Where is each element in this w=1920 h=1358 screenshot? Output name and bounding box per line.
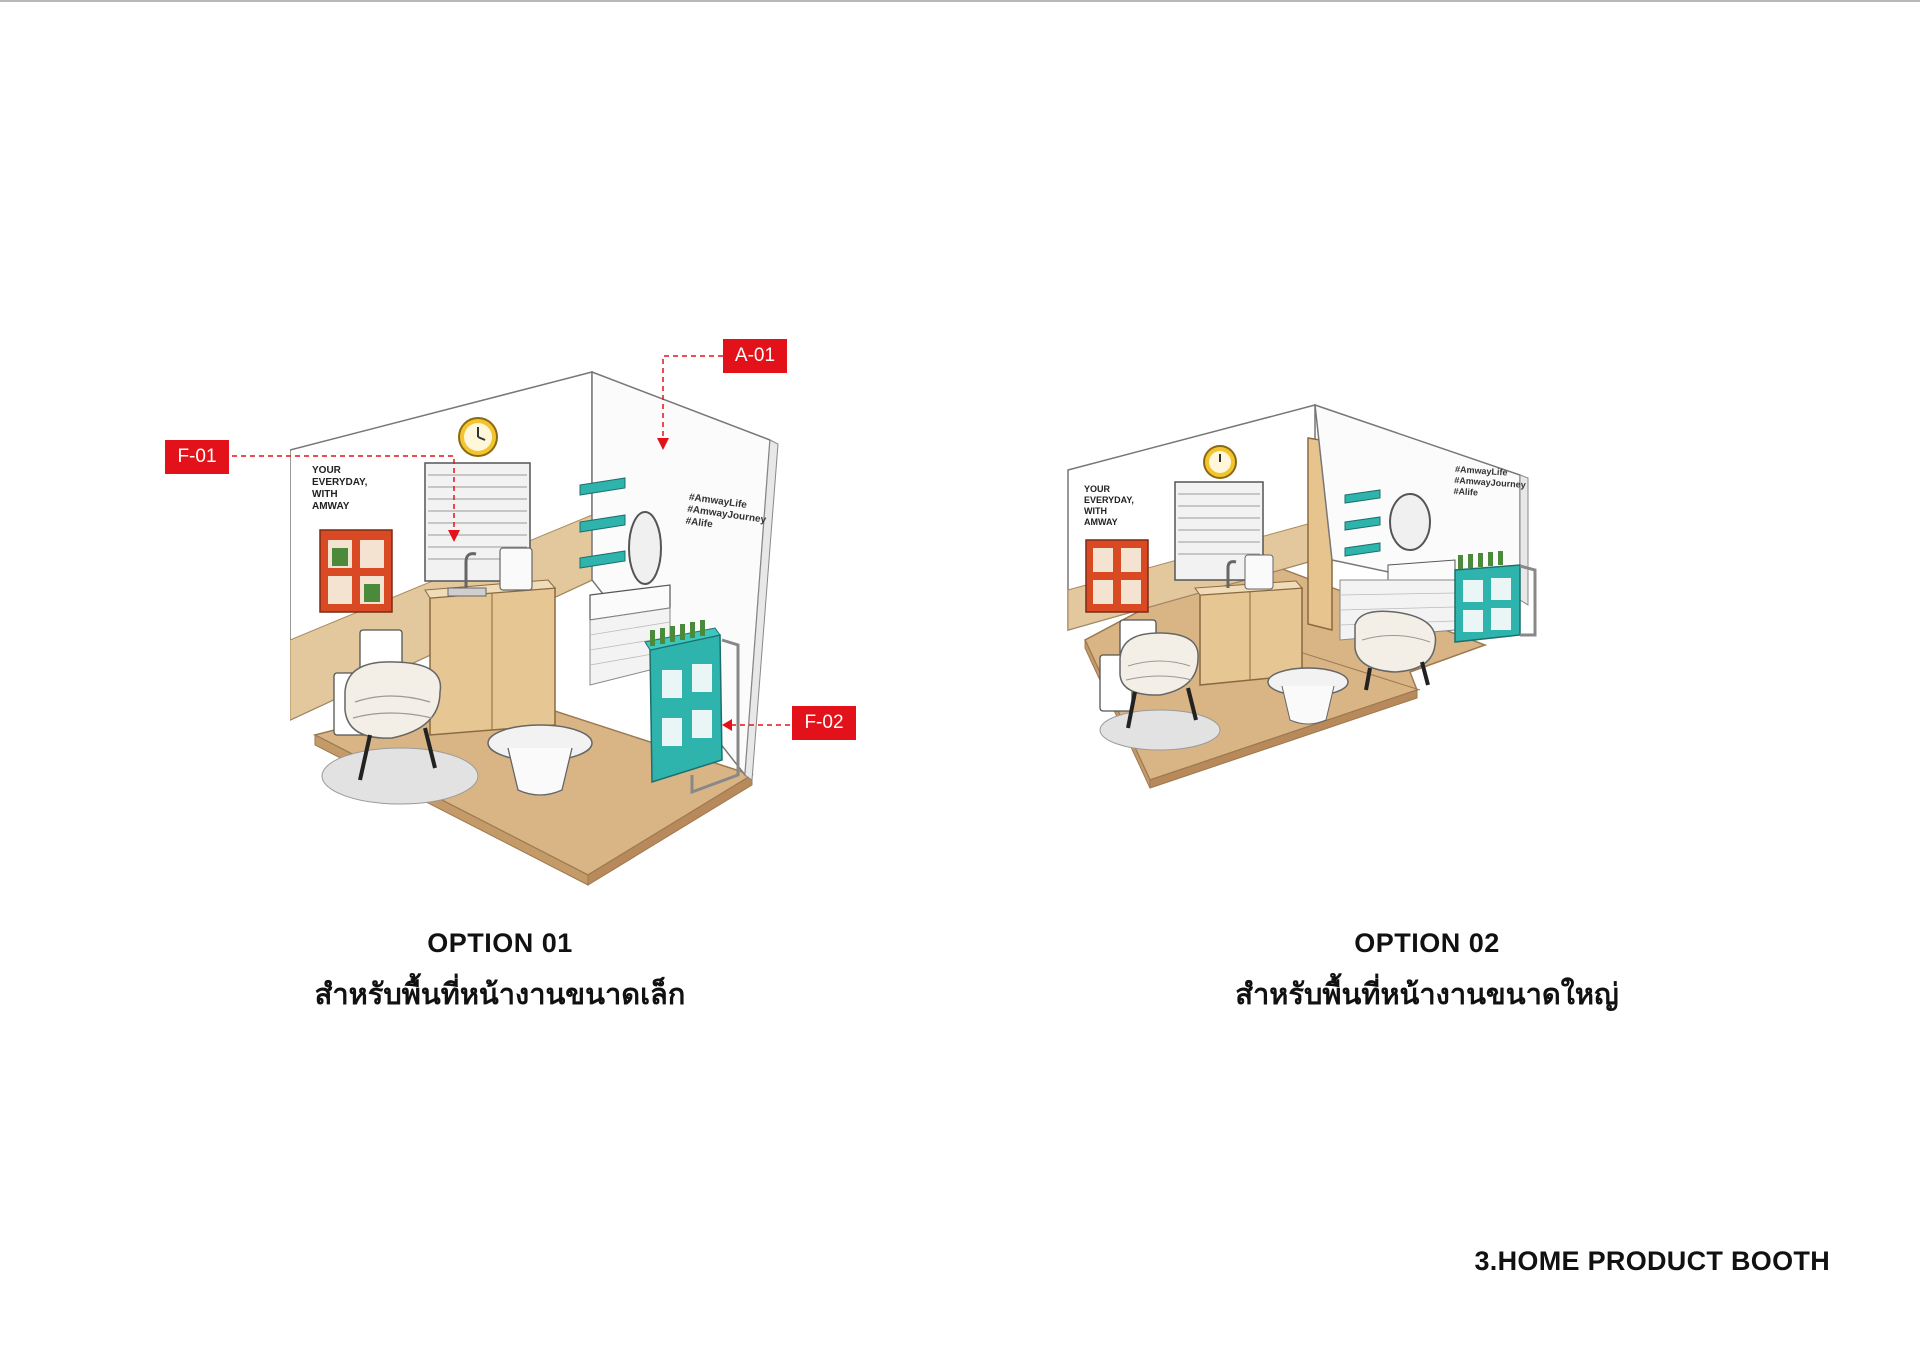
callout-f-01: F-01: [165, 440, 229, 474]
option-02-title: OPTION 02: [1354, 928, 1500, 958]
wall-hashtag-2-opt2: #AmwayJourney: [1454, 475, 1526, 490]
wall-hashtag-3-opt2: #Alife: [1453, 486, 1478, 498]
wall-hashtag-1-opt2: #AmwayLife: [1455, 464, 1508, 478]
option-01-subtitle: สำหรับพื้นที่หน้างานขนาดเล็ก: [314, 977, 686, 1011]
wall-slogan-line-3: WITH: [312, 489, 338, 500]
option-02-caption: OPTION 02 สำหรับพื้นที่หน้างานขนาดใหญ่: [1177, 928, 1677, 1017]
option-02-subtitle: สำหรับพื้นที่หน้างานขนาดใหญ่: [1235, 977, 1619, 1011]
wall-slogan-line-1-opt2: YOUR: [1084, 484, 1111, 494]
page-footer-title: 3.HOME PRODUCT BOOTH: [1474, 1246, 1830, 1276]
booth-option-01-illustration: YOUR EVERYDAY, WITH AMWAY #AmwayLife #Am…: [289, 330, 890, 890]
booth-option-02-illustration: YOUR EVERYDAY, WITH AMWAY #AmwayLife #Am…: [1050, 390, 1670, 820]
callout-a-01: A-01: [723, 339, 787, 373]
wall-slogan-line-2: EVERYDAY,: [312, 477, 368, 488]
option-01-title: OPTION 01: [427, 928, 573, 958]
option-01-caption: OPTION 01 สำหรับพื้นที่หน้างานขนาดเล็ก: [250, 928, 750, 1017]
wall-slogan-line-4: AMWAY: [312, 501, 350, 512]
wall-slogan-line-1: YOUR: [312, 465, 342, 476]
wall-hashtag-3: #Alife: [685, 516, 714, 531]
top-border: [0, 0, 1920, 2]
wall-slogan-line-4-opt2: AMWAY: [1084, 517, 1118, 527]
wall-slogan-line-3-opt2: WITH: [1084, 506, 1107, 516]
callout-f-02: F-02: [792, 706, 856, 740]
wall-slogan-line-2-opt2: EVERYDAY,: [1084, 495, 1134, 505]
